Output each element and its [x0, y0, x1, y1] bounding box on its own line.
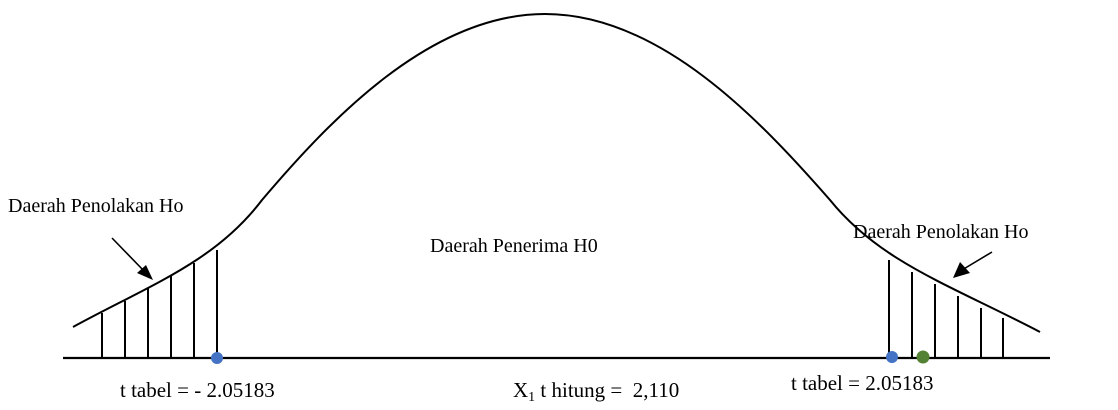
t-statistic-subscript: 1: [528, 390, 535, 405]
label-t-statistic: X1 t hitung = 2,110: [513, 378, 679, 405]
label-t-table-right: t tabel = 2.05183: [791, 371, 934, 395]
critical-point-right: [886, 351, 898, 363]
normal-curve: [72, 12, 1041, 333]
label-reject-left: Daerah Penolakan Ho: [8, 195, 184, 217]
label-reject-right: Daerah Penolakan Ho: [853, 221, 1029, 243]
left-pointer-arrow: [111, 237, 153, 280]
label-t-table-left: t tabel = - 2.05183: [120, 378, 275, 402]
t-statistic-point: [916, 350, 930, 364]
right-pointer-arrow: [953, 251, 993, 278]
right-rejection-hatch: [888, 260, 1004, 358]
left-rejection-hatch: [101, 250, 218, 358]
t-statistic-symbol: X: [513, 378, 528, 402]
t-statistic-text: t hitung = 2,110: [535, 378, 679, 402]
label-accept-region: Daerah Penerima H0: [430, 235, 598, 257]
critical-point-left: [211, 352, 223, 364]
